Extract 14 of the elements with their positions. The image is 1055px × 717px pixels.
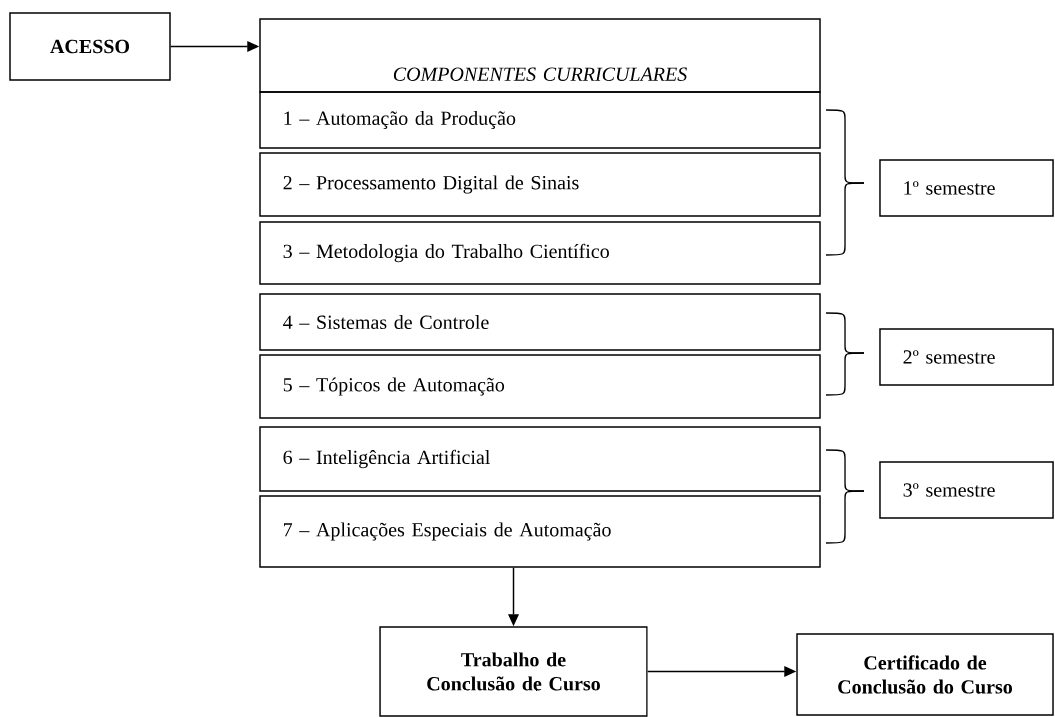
process-box: Certificado de Conclusão do Curso [796, 633, 1054, 716]
process-box: ACESSO [9, 12, 171, 81]
header-box: COMPONENTES CURRICULARES [259, 18, 821, 93]
course-box: 3º semestre [879, 461, 1054, 519]
course-box: 1 – Automação da Produção [259, 91, 821, 149]
course-box: 2 – Processamento Digital de Sinais [259, 152, 821, 217]
course-box: 5 – Tópicos de Automação [259, 354, 821, 419]
course-box: 4 – Sistemas de Controle [259, 293, 821, 351]
course-box: 6 – Inteligência Artificial [259, 426, 821, 492]
course-box: 3 – Metodologia do Trabalho Científico [259, 221, 821, 285]
process-box: Trabalho de Conclusão de Curso [379, 626, 648, 717]
course-box: 1º semestre [879, 159, 1054, 217]
course-box: 7 – Aplicações Especiais de Automação [259, 495, 821, 568]
course-box: 2º semestre [879, 328, 1054, 386]
